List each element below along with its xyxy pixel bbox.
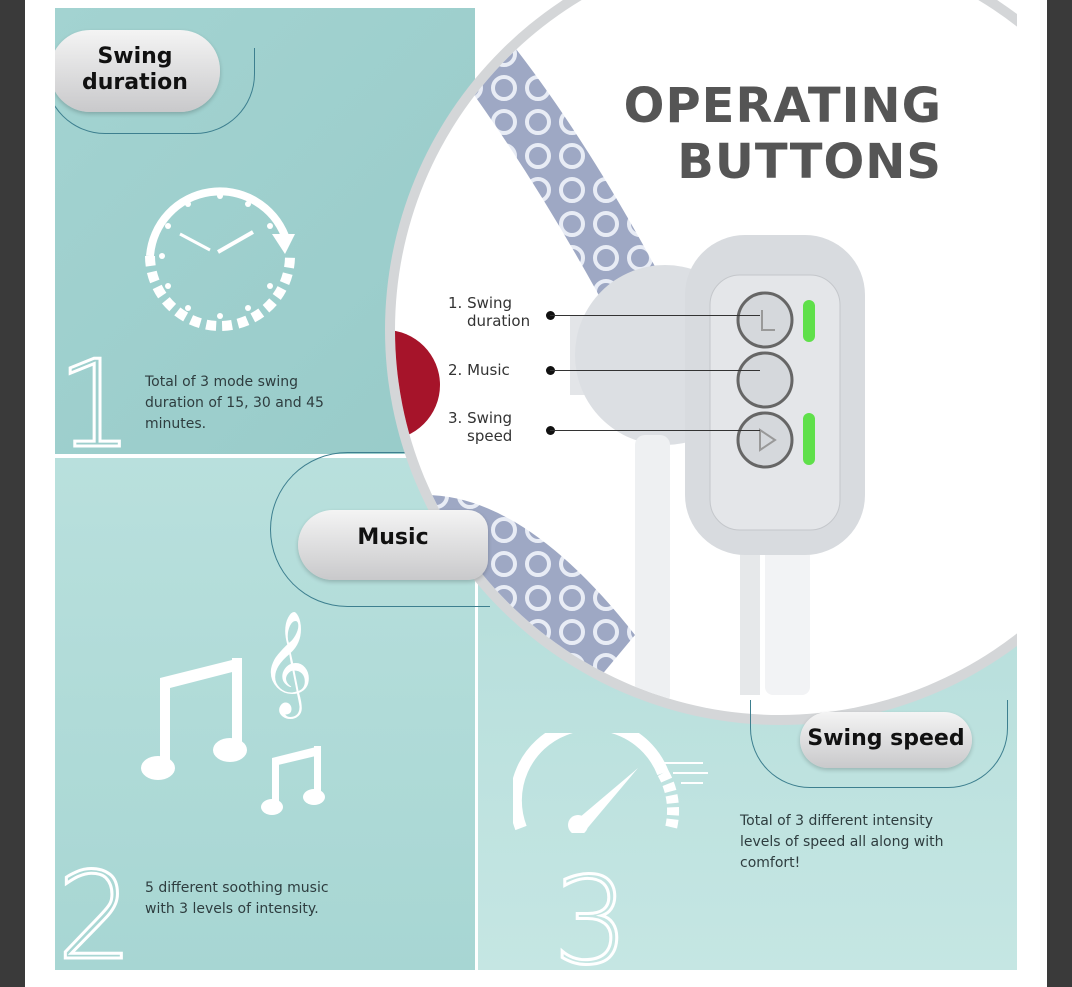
callout-line	[550, 370, 760, 371]
callout-music: 2. Music	[448, 361, 510, 379]
music-heading: Music	[357, 525, 429, 550]
decor-arc	[270, 452, 490, 607]
callout-line	[550, 430, 760, 431]
speedometer-icon	[513, 733, 708, 833]
callout-text: duration	[467, 312, 531, 330]
title-line-1: OPERATING	[623, 78, 942, 134]
feature-number-3: 3	[551, 853, 630, 970]
feature-number-1: 1	[55, 336, 134, 454]
feature-number-2: 2	[55, 848, 134, 970]
small-music-note-icon	[261, 746, 325, 815]
title-line-2: BUTTONS	[677, 134, 942, 190]
callout-text: speed	[467, 427, 513, 445]
swing-control-unit-image	[395, 35, 865, 705]
swing-speed-heading: Swing speed	[807, 726, 965, 751]
svg-text:𝄞: 𝄞	[260, 610, 313, 719]
swing-duration-description: Total of 3 mode swing duration of 15, 30…	[145, 374, 324, 432]
swing-duration-cloud: Swing duration	[55, 30, 220, 112]
callout-text: 1. Swing	[448, 294, 513, 312]
clock-icon	[145, 187, 295, 331]
music-cloud: Music	[298, 510, 488, 580]
swing-speed-description: Total of 3 different intensity levels of…	[740, 813, 944, 871]
swing-speed-cloud: Swing speed	[800, 712, 972, 768]
callout-line	[550, 315, 760, 316]
callout-text: 3. Swing	[448, 409, 513, 427]
swing-duration-heading: Swing duration	[82, 44, 188, 95]
product-photo	[385, 0, 1017, 725]
music-notes-icon: 𝄞	[141, 610, 313, 780]
music-description: 5 different soothing music with 3 levels…	[145, 880, 329, 917]
